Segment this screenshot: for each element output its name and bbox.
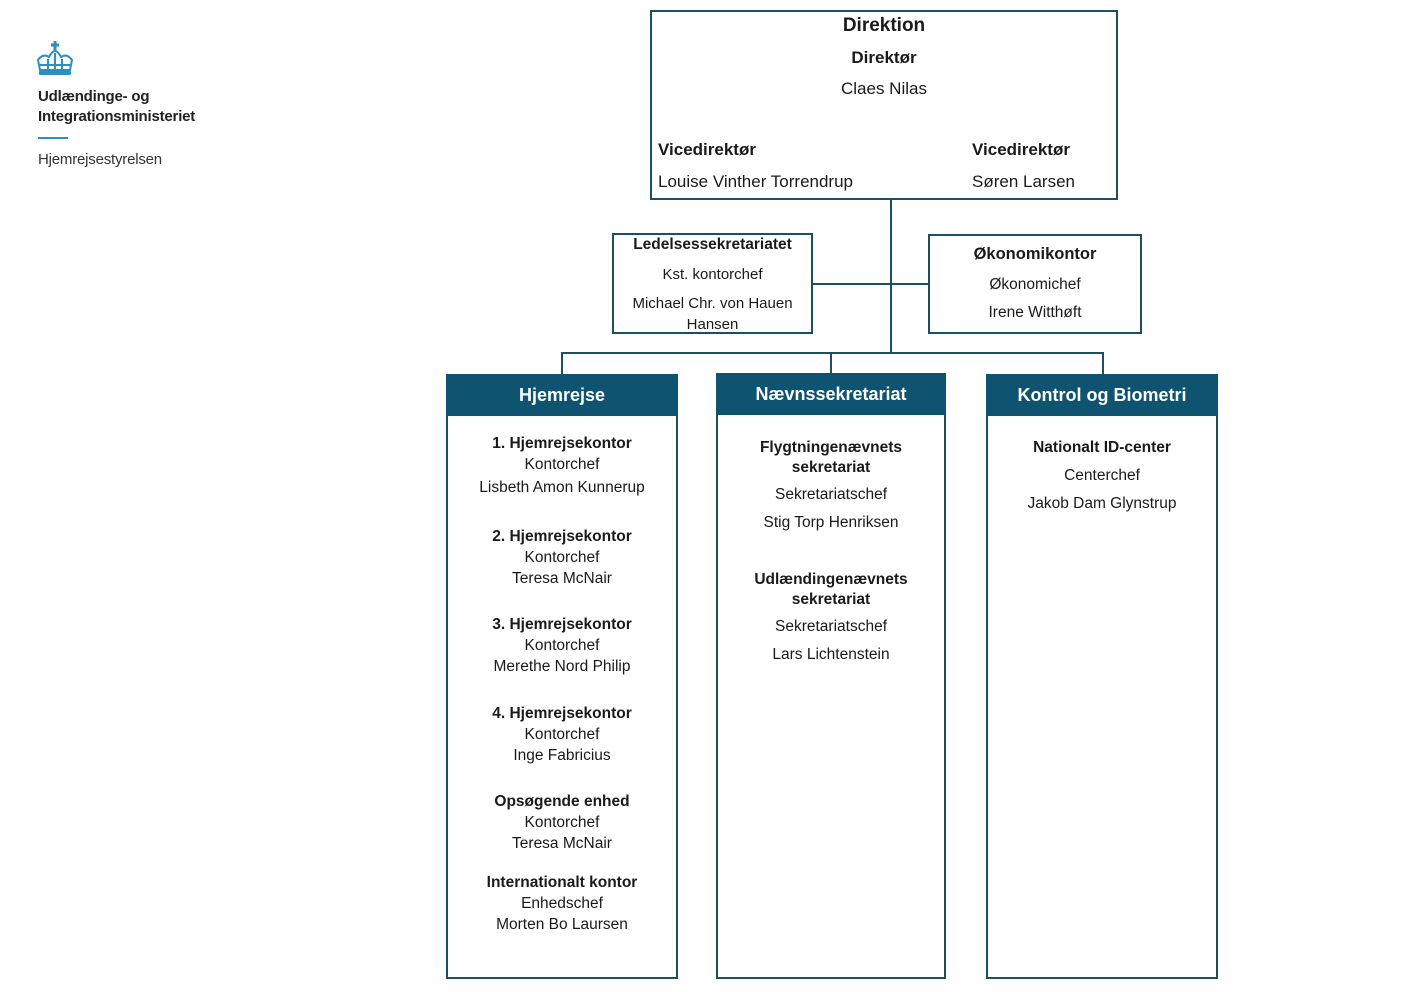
unit-role: Sekretariatschef bbox=[775, 486, 887, 503]
unit-name: Nationalt ID-center bbox=[1033, 439, 1171, 456]
unit-person: Inge Fabricius bbox=[513, 747, 611, 764]
vice-director-1-role: Vicedirektør bbox=[658, 140, 756, 159]
department-naevnssekretariat: Nævnssekretariat Flygtningenævnets sekre… bbox=[716, 373, 946, 979]
logo-line-1: Udlændinge- og bbox=[38, 88, 150, 105]
ledelse-name: Michael Chr. von Hauen Hansen bbox=[632, 295, 793, 333]
unit-name: 3. Hjemrejsekontor bbox=[492, 616, 632, 633]
unit-name: 2. Hjemrejsekontor bbox=[492, 528, 632, 545]
okonomi-role: Økonomichef bbox=[989, 276, 1081, 293]
unit-role: Sekretariatschef bbox=[775, 618, 887, 635]
department-kontrol-og-biometri: Kontrol og Biometri Nationalt ID-center … bbox=[986, 374, 1218, 979]
unit-hjemrejsekontor-4: 4. Hjemrejsekontor Kontorchef Inge Fabri… bbox=[448, 704, 676, 766]
unit-role: Kontorchef bbox=[524, 456, 600, 473]
unit-opsogende-enhed: Opsøgende enhed Kontorchef Teresa McNair bbox=[448, 792, 676, 854]
unit-hjemrejsekontor-3: 3. Hjemrejsekontor Kontorchef Merethe No… bbox=[448, 615, 676, 677]
department-hjemrejse: Hjemrejse 1. Hjemrejsekontor Kontorchef … bbox=[446, 374, 678, 979]
unit-name-line-1: Flygtningenævnets bbox=[759, 439, 903, 456]
connector-horizontal-depts bbox=[561, 352, 1104, 354]
unit-person: Stig Torp Henriksen bbox=[763, 514, 899, 531]
direktion-box: Direktion Direktør Claes Nilas Vicedirek… bbox=[650, 10, 1118, 200]
ledelse-title: Ledelsessekretariatet bbox=[633, 236, 792, 253]
unit-role: Enhedschef bbox=[521, 895, 603, 912]
unit-role: Centerchef bbox=[1064, 467, 1140, 484]
unit-name: Opsøgende enhed bbox=[494, 793, 630, 810]
crown-icon bbox=[36, 41, 74, 75]
director-name: Claes Nilas bbox=[841, 79, 927, 98]
unit-internationalt-kontor: Internationalt kontor Enhedschef Morten … bbox=[448, 873, 676, 935]
department-header: Kontrol og Biometri bbox=[986, 374, 1218, 416]
unit-name-line-2: sekretariat bbox=[791, 459, 871, 476]
unit-flygtningenaevnets-sekretariat: Flygtningenævnets sekretariat Sekretaria… bbox=[718, 438, 944, 533]
connector-okonomi bbox=[890, 283, 929, 285]
okonomi-name: Irene Witthøft bbox=[988, 304, 1082, 321]
okonomikontor-box: Økonomikontor Økonomichef Irene Witthøft bbox=[928, 234, 1142, 334]
director-role: Direktør bbox=[851, 48, 917, 67]
unit-name-line-2: sekretariat bbox=[791, 591, 871, 608]
ledelse-role: Kst. kontorchef bbox=[662, 266, 763, 283]
department-header: Hjemrejse bbox=[446, 374, 678, 416]
unit-name-line-1: Udlændingenævnets bbox=[754, 571, 908, 588]
unit-name: Internationalt kontor bbox=[486, 874, 638, 891]
vice-director-1-name: Louise Vinther Torrendrup bbox=[658, 172, 854, 191]
ledelsessekretariat-box: Ledelsessekretariatet Kst. kontorchef Mi… bbox=[612, 233, 813, 334]
unit-person: Jakob Dam Glynstrup bbox=[1027, 495, 1177, 512]
connector-dept-1 bbox=[561, 352, 563, 375]
unit-role: Kontorchef bbox=[524, 549, 600, 566]
connector-ledelse bbox=[812, 283, 892, 285]
unit-person: Teresa McNair bbox=[512, 570, 612, 587]
unit-name: 1. Hjemrejsekontor bbox=[492, 435, 632, 452]
logo-line-2: Integrationsministeriet bbox=[38, 108, 196, 125]
vice-director-2-name: Søren Larsen bbox=[972, 172, 1075, 191]
unit-hjemrejsekontor-1: 1. Hjemrejsekontor Kontorchef Lisbeth Am… bbox=[448, 434, 676, 498]
unit-person: Morten Bo Laursen bbox=[496, 916, 628, 933]
unit-name: 4. Hjemrejsekontor bbox=[492, 705, 632, 722]
unit-nationalt-id-center: Nationalt ID-center Centerchef Jakob Dam… bbox=[988, 438, 1216, 514]
vice-director-2-role: Vicedirektør bbox=[972, 140, 1070, 159]
connector-dept-2 bbox=[830, 352, 832, 374]
okonomi-title: Økonomikontor bbox=[973, 245, 1097, 263]
direktion-title: Direktion bbox=[842, 15, 926, 36]
connector-vertical-main bbox=[890, 199, 892, 354]
unit-hjemrejsekontor-2: 2. Hjemrejsekontor Kontorchef Teresa McN… bbox=[448, 527, 676, 589]
unit-person: Merethe Nord Philip bbox=[493, 658, 631, 675]
logo-agency-name: Hjemrejsestyrelsen bbox=[38, 151, 162, 168]
unit-role: Kontorchef bbox=[524, 814, 600, 831]
unit-person: Lisbeth Amon Kunnerup bbox=[479, 479, 645, 496]
unit-person: Teresa McNair bbox=[512, 835, 612, 852]
ministry-logo: Udlændinge- og Integrationsministeriet H… bbox=[32, 40, 252, 180]
unit-role: Kontorchef bbox=[524, 726, 600, 743]
department-header: Nævnssekretariat bbox=[716, 373, 946, 415]
connector-dept-3 bbox=[1102, 352, 1104, 375]
unit-udlaendingenaevnets-sekretariat: Udlændingenævnets sekretariat Sekretaria… bbox=[718, 570, 944, 665]
unit-person: Lars Lichtenstein bbox=[772, 646, 890, 663]
unit-role: Kontorchef bbox=[524, 637, 600, 654]
logo-divider bbox=[38, 137, 68, 139]
